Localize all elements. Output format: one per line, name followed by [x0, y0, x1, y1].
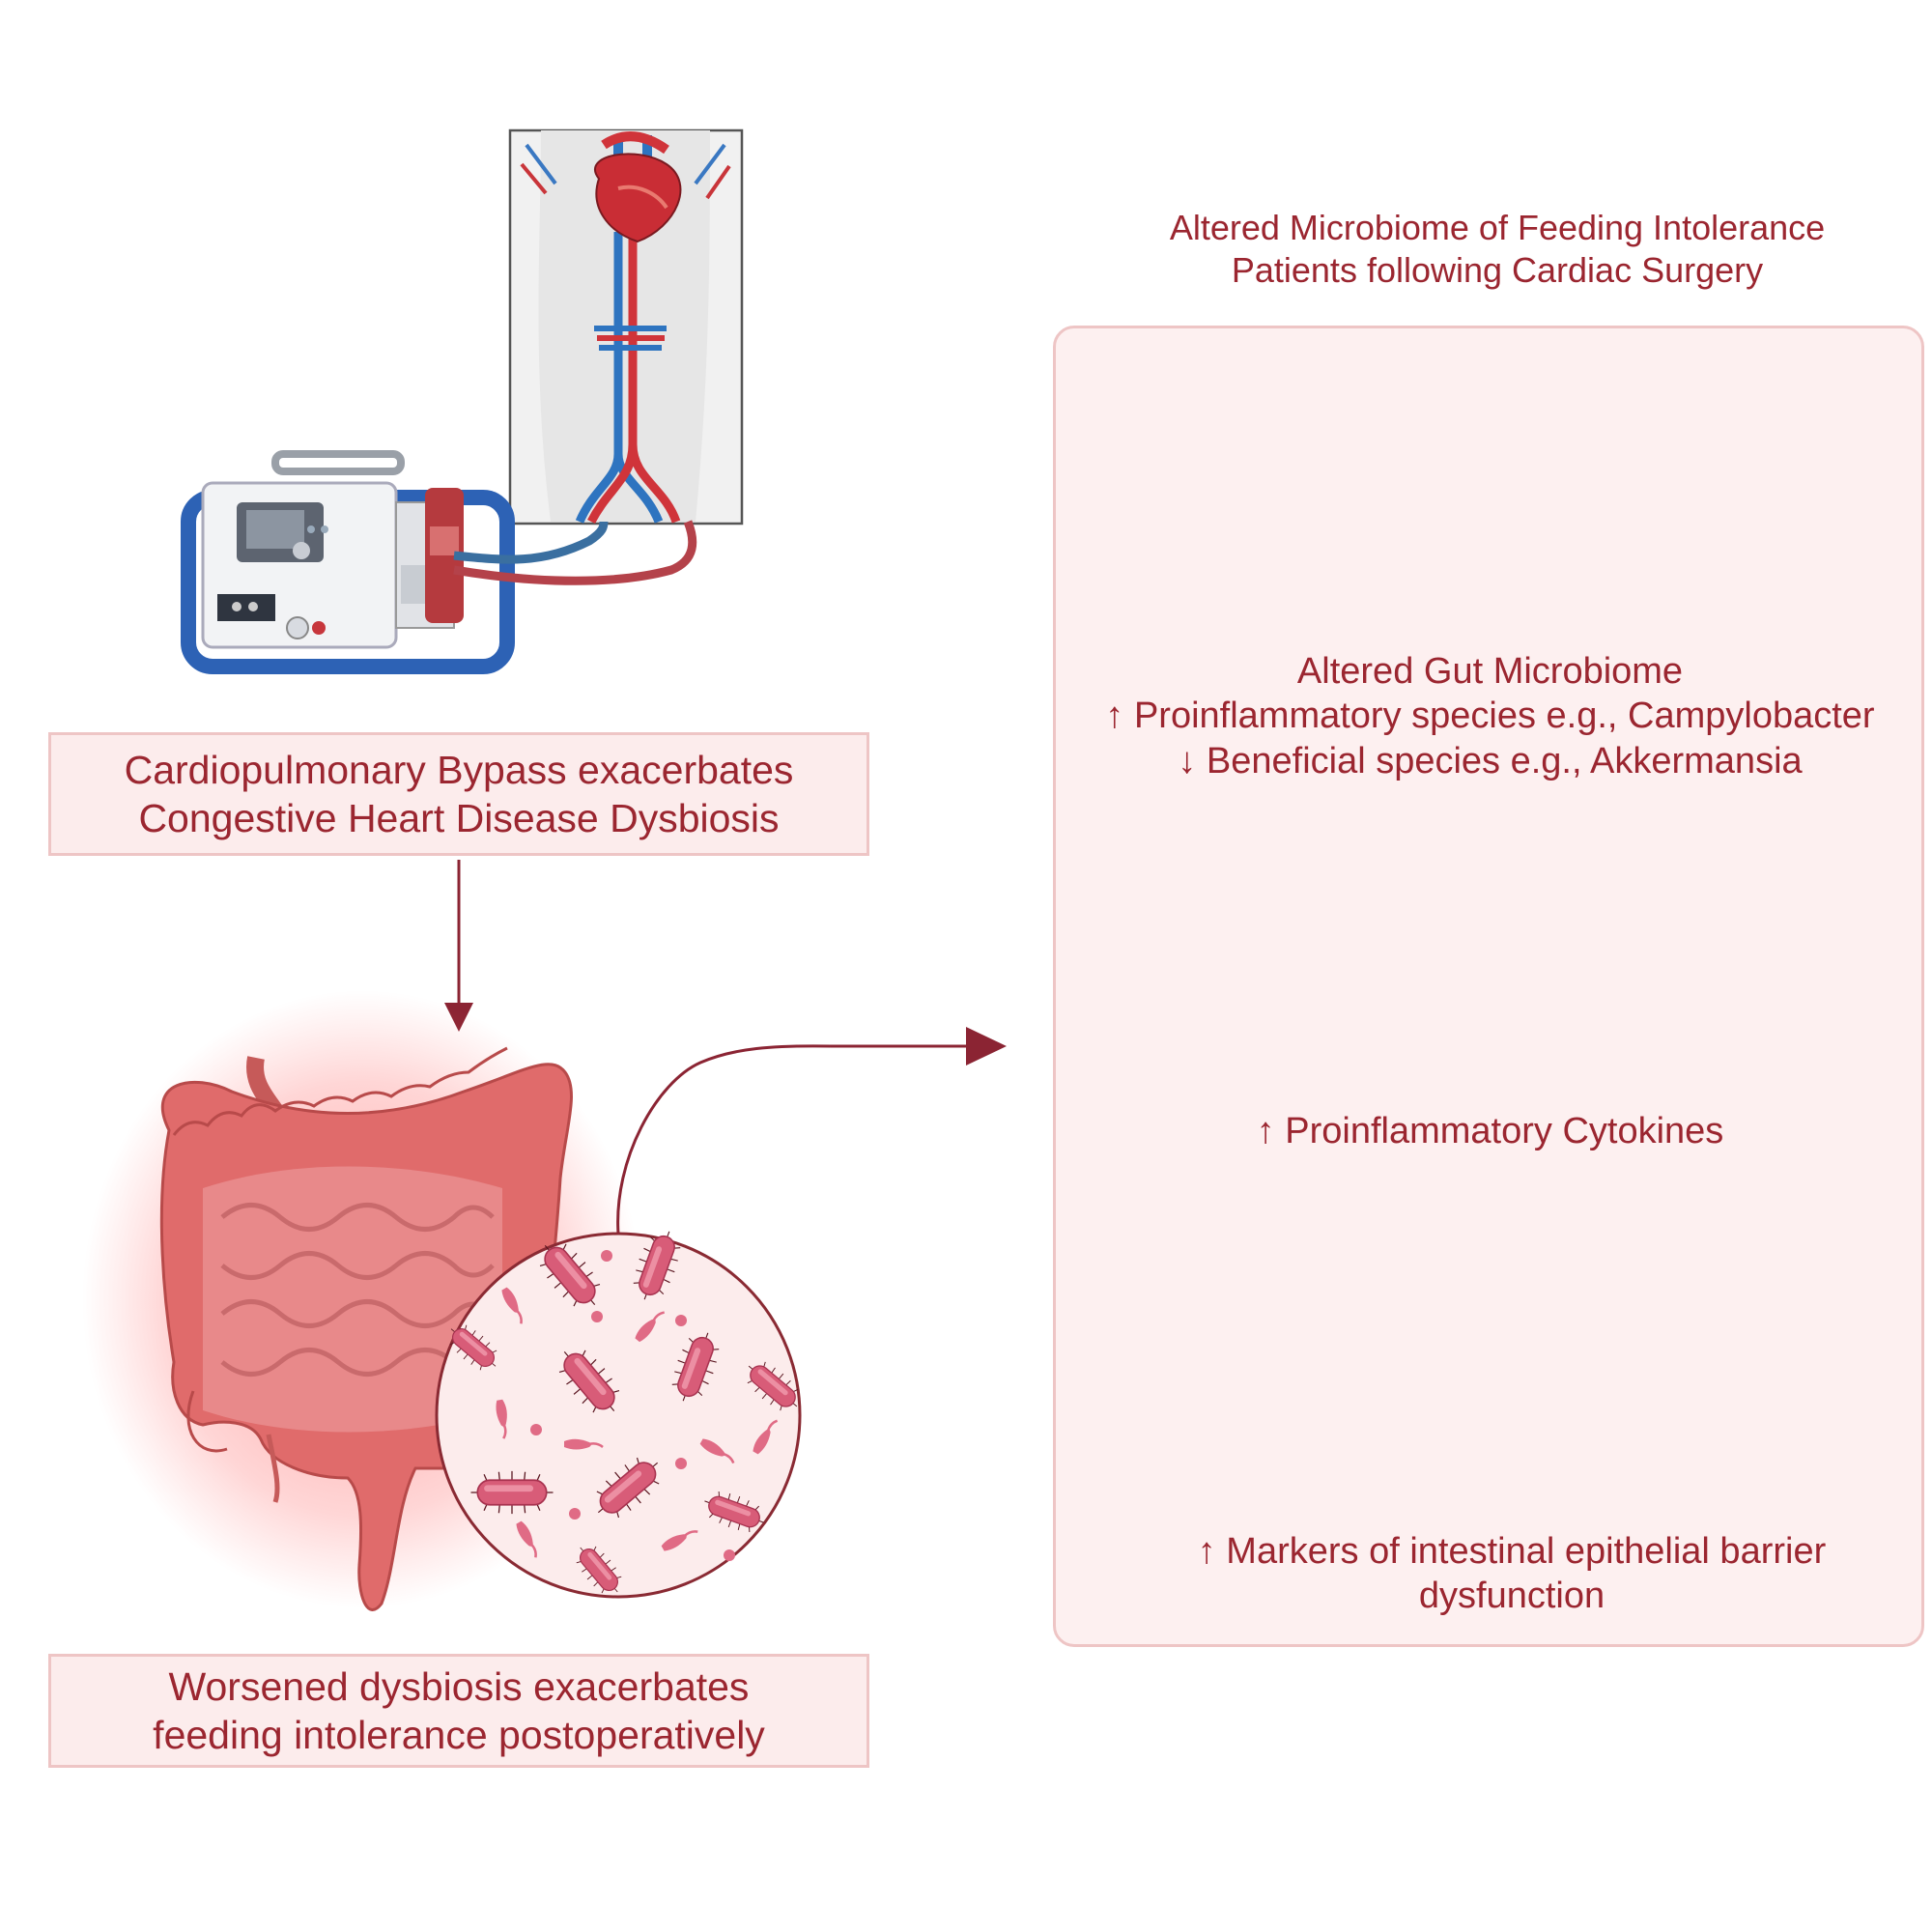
panel-title-line-1: Altered Microbiome of Feeding Intoleranc… [1169, 208, 1826, 247]
magnified-bacteria [440, 1224, 809, 1603]
cytokine-label: ↑ Proinflammatory Cytokines [1256, 1111, 1724, 1151]
feeding-intolerance-box: Worsened dysbiosis exacerbates feeding i… [48, 1654, 869, 1768]
microbiome-text: Altered Gut Microbiome ↑ Proinflammatory… [1058, 649, 1922, 783]
cpb-line-1: Cardiopulmonary Bypass exacerbates [124, 747, 794, 792]
outcome-line-2: feeding intolerance postoperatively [153, 1713, 765, 1757]
proinflammatory-species: ↑ Proinflammatory species e.g., Campylob… [1105, 696, 1875, 737]
cpb-line-2: Congestive Heart Disease Dysbiosis [138, 796, 780, 840]
magnified-lumen [435, 1027, 1007, 1603]
barrier-line-2: dysfunction [1418, 1576, 1605, 1617]
barrier-dysfunction-text: ↑ Markers of intestinal epithelial barri… [1111, 1529, 1913, 1619]
barrier-line-1: ↑ Markers of intestinal epithelial barri… [1197, 1531, 1827, 1572]
altered-microbiome-panel [1053, 326, 1924, 1647]
panel-title-line-2: Patients following Cardiac Surgery [1231, 249, 1764, 290]
outcome-line-1: Worsened dysbiosis exacerbates [168, 1663, 750, 1709]
cpb-dysbiosis-box: Cardiopulmonary Bypass exacerbates Conge… [48, 732, 869, 856]
bypass-tubing [453, 520, 697, 585]
panel-title: Altered Microbiome of Feeding Intoleranc… [1092, 207, 1903, 292]
intestine-icon [82, 990, 642, 1611]
heart-vasculature-icon [508, 128, 744, 526]
bypass-machine-icon [181, 450, 515, 674]
microbiome-heading: Altered Gut Microbiome [1296, 651, 1684, 692]
beneficial-species: ↓ Beneficial species e.g., Akkermansia [1178, 740, 1803, 781]
